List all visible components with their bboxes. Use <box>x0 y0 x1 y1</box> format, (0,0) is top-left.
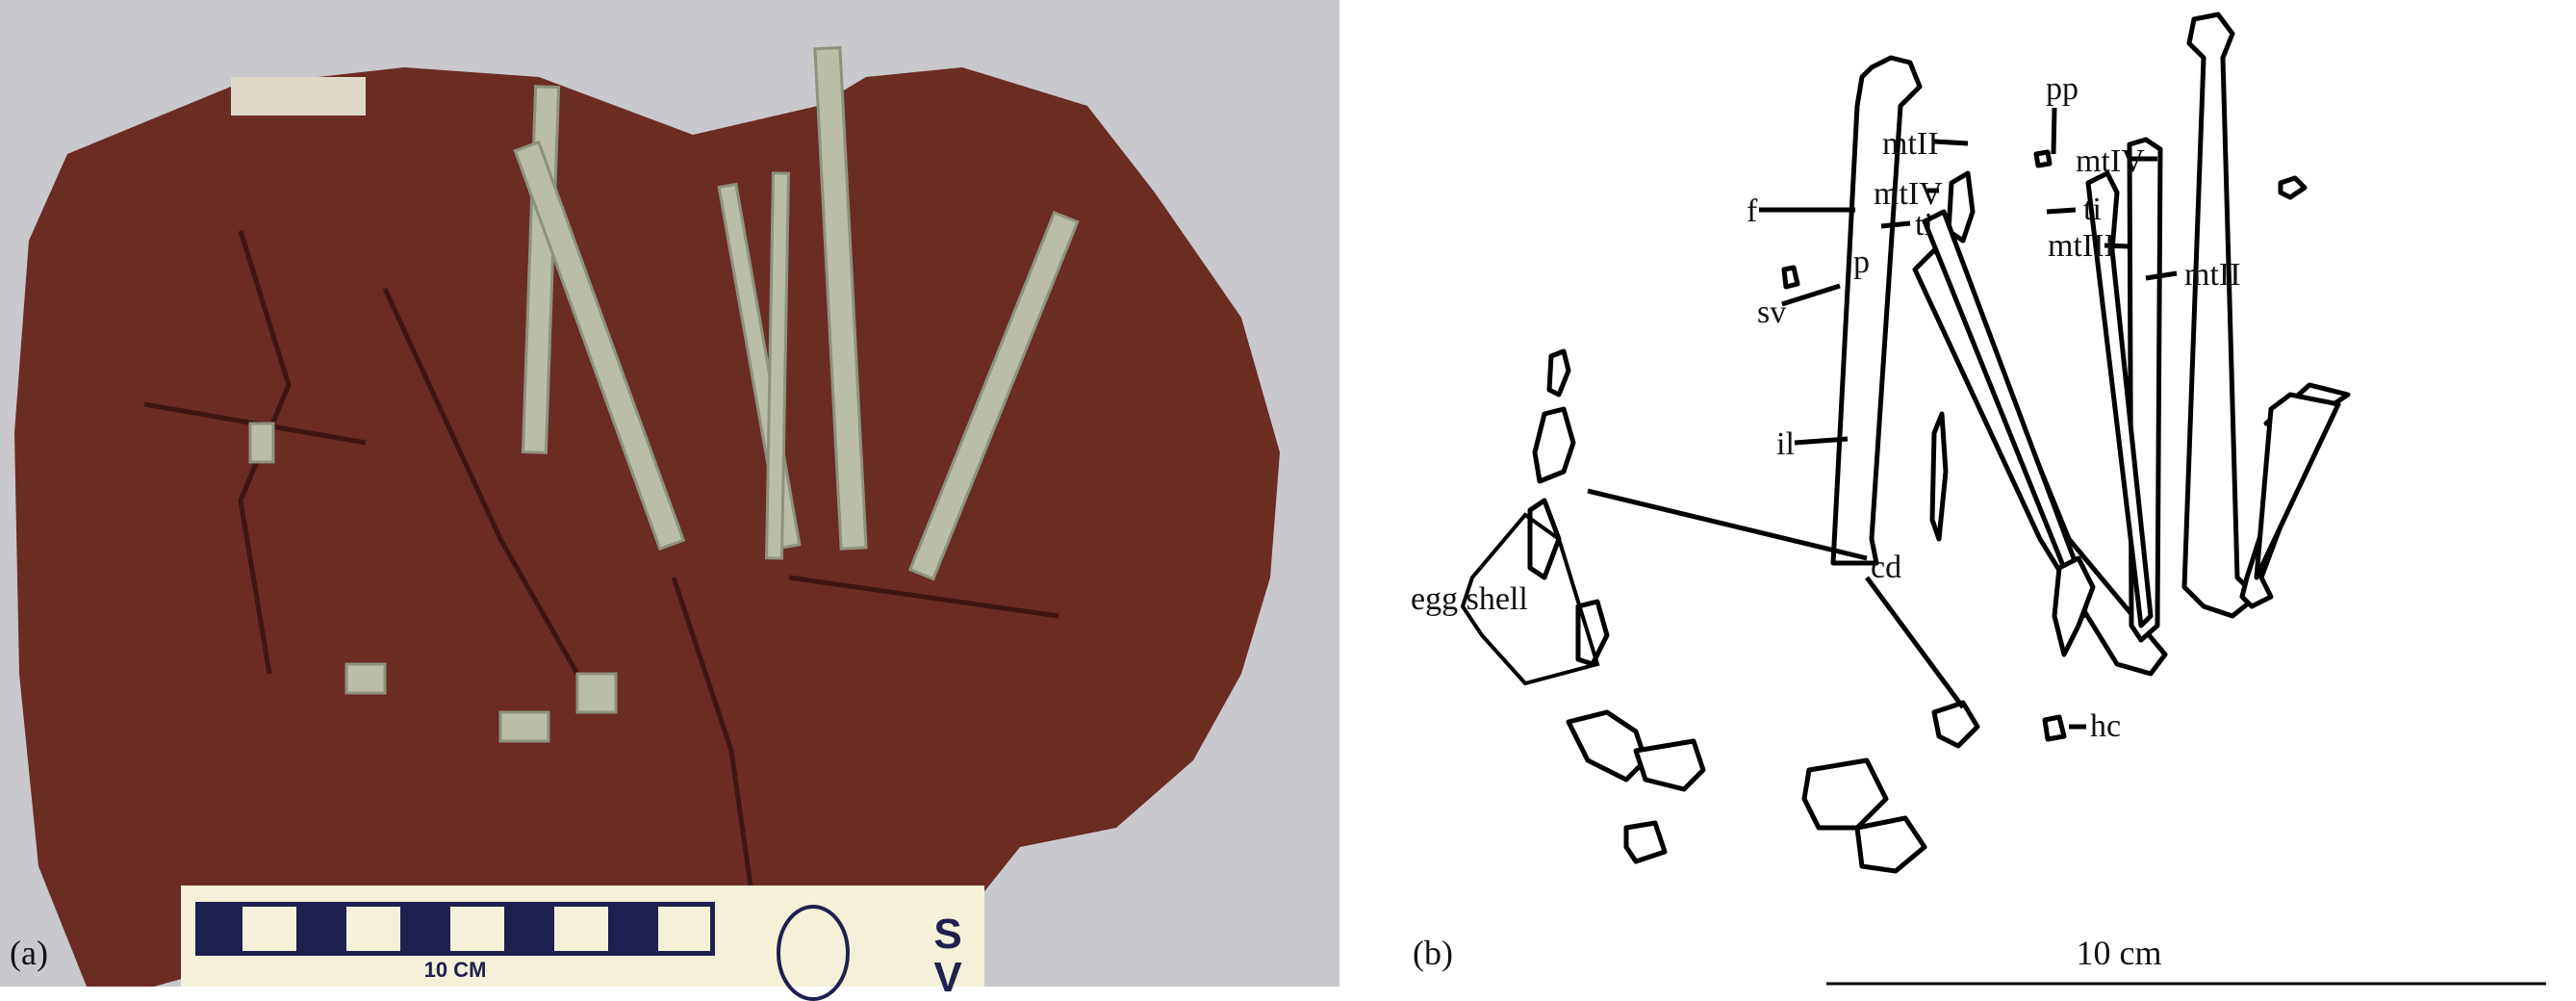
panel-b-label: (b) <box>1413 934 1453 972</box>
bone-outlines <box>1460 12 2351 874</box>
scale-card-text: 10 CM <box>424 958 487 982</box>
label-ti-left: ti <box>1915 207 1933 243</box>
annotation-labels: f mtII mtIV ti p sv il pp mtIV ti mtIII … <box>1411 71 2241 744</box>
label-ti-right: ti <box>2083 192 2102 227</box>
panel-b-drawing: f mtII mtIV ti p sv il pp mtIV ti mtIII … <box>1411 12 2546 986</box>
matrix-patch <box>231 77 366 116</box>
label-hc: hc <box>2090 708 2121 744</box>
label-il: il <box>1776 426 1795 462</box>
label-f: f <box>1747 193 1758 229</box>
logo-seal <box>777 905 850 1001</box>
label-pp: pp <box>2046 71 2079 107</box>
label-sv: sv <box>1757 295 1786 330</box>
label-cd: cd <box>1871 550 1901 585</box>
panel-a-photo: 10 CM S V (a) <box>0 0 1339 1001</box>
logo-letters-2: V <box>933 954 962 1001</box>
label-egg-shell: egg shell <box>1411 581 1528 617</box>
label-mtIII: mtIII <box>2048 228 2115 264</box>
label-mtII-left: mtII <box>1882 126 1939 162</box>
panel-a-label: (a) <box>10 934 48 972</box>
scale-bar-label: 10 cm <box>2077 934 2162 972</box>
label-mtIV-right: mtIV <box>2076 143 2145 179</box>
logo-letters: S <box>933 911 961 958</box>
label-mtIV-left: mtIV <box>1874 176 1943 212</box>
rock-slab <box>14 67 1280 987</box>
label-mtII-right: mtII <box>2184 257 2241 293</box>
egg-shell-outline <box>1460 512 1600 686</box>
leader-lines <box>1587 107 2178 730</box>
label-p: p <box>1853 244 1870 280</box>
scale-card: 10 CM S V <box>181 886 984 1001</box>
fossil-bones <box>248 45 1080 743</box>
